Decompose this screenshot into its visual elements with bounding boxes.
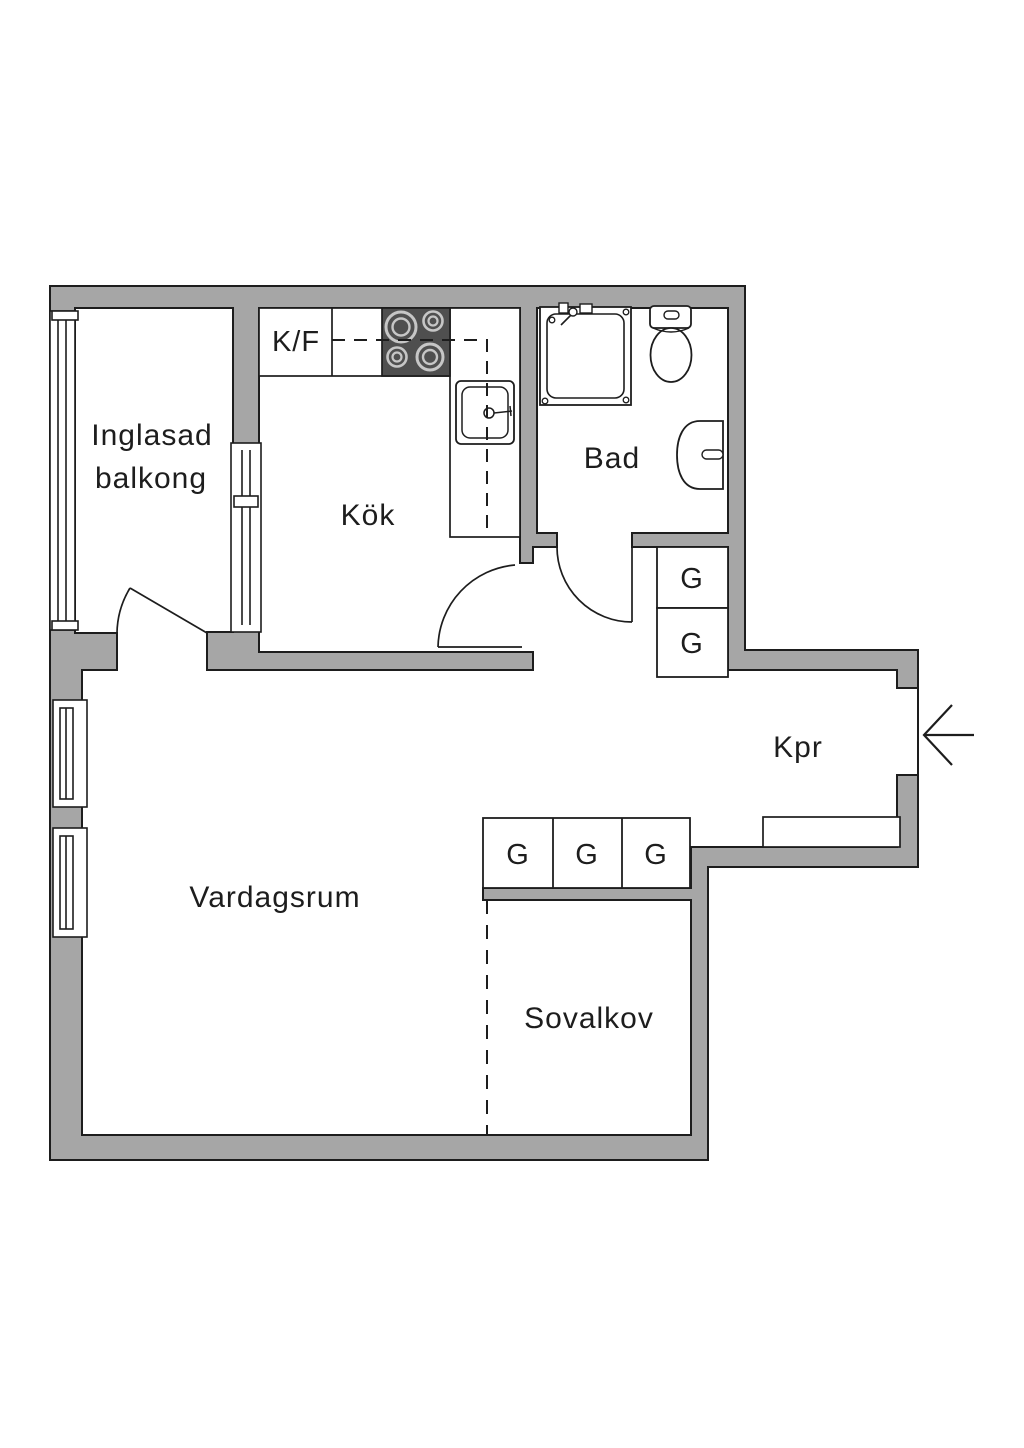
- kitchen-upper-cabinet-dashed-line: [332, 339, 488, 535]
- alcove-wardrobes: [482, 817, 691, 889]
- balcony-label-line1: Inglasad: [91, 419, 212, 452]
- alcove-wardrobe-label-2: G: [575, 839, 599, 871]
- fridge-freezer-label: K/F: [272, 326, 320, 358]
- hall-wardrobe-label-1: G: [680, 563, 704, 595]
- entrance-arrow-icon: [922, 704, 974, 766]
- hall-wardrobe-label-2: G: [680, 628, 704, 660]
- balcony-left-window: [49, 310, 79, 631]
- bathroom-door: [556, 546, 633, 623]
- balcony-kitchen-window: [230, 442, 262, 633]
- kitchen-label: Kök: [341, 499, 396, 532]
- kitchen-sink: [455, 380, 515, 445]
- sleeping-alcove-label: Sovalkov: [524, 1002, 654, 1035]
- hall-bench: [762, 816, 901, 848]
- hall-wardrobes: [656, 546, 729, 678]
- shower: [539, 302, 632, 406]
- balcony-label-line2: balkong: [95, 462, 207, 495]
- kitchen-door: [437, 564, 522, 648]
- living-room-window-2: [52, 827, 88, 938]
- alcove-wardrobe-label-1: G: [506, 839, 530, 871]
- toilet: [649, 305, 693, 383]
- alcove-wardrobe-label-3: G: [644, 839, 668, 871]
- hallway-label: Kpr: [773, 731, 823, 764]
- bathroom-label: Bad: [584, 442, 640, 475]
- stove: [381, 307, 451, 377]
- bathroom-sink: [676, 420, 724, 490]
- balcony-door: [116, 587, 208, 634]
- living-room-window-1: [52, 699, 88, 808]
- living-room-label: Vardagsrum: [189, 881, 360, 914]
